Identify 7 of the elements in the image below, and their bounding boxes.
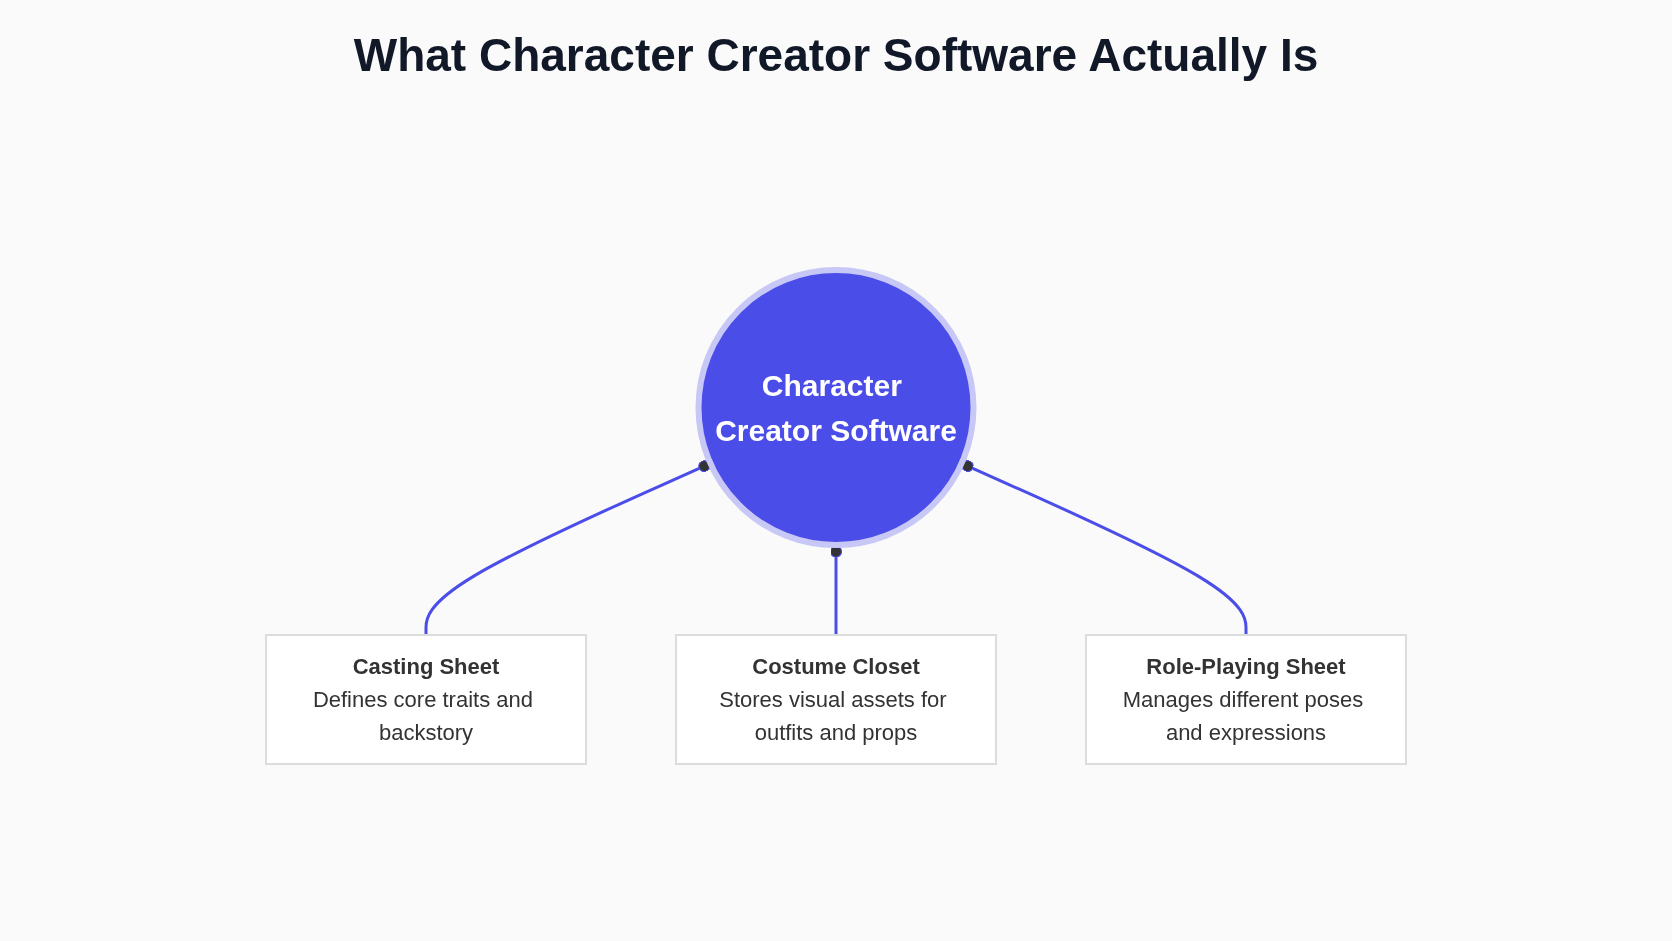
node-circle: Character Creator Software bbox=[695, 266, 977, 548]
connector bbox=[424, 459, 711, 635]
node-box: Casting Sheet Defines core traits and backstory bbox=[265, 633, 587, 765]
node-box: Role-Playing Sheet Manages different poses and expressions bbox=[1085, 633, 1407, 765]
node-box: Costume Closet Stores visual assets for outfits and props bbox=[675, 633, 997, 765]
title: What Character Creator Software Actually Is bbox=[353, 28, 1319, 82]
connector bbox=[961, 459, 1248, 635]
